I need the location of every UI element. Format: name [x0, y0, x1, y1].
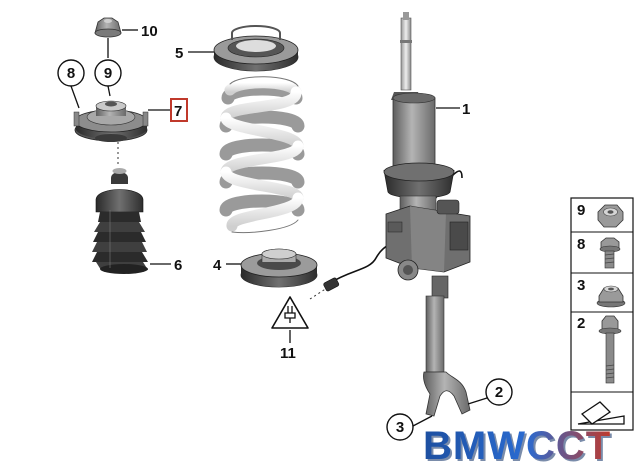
- leader-2: [467, 397, 488, 405]
- part-6-dust-boot: [92, 168, 148, 274]
- long-bolt-2-icon: [598, 315, 622, 384]
- callout-8: 8: [67, 65, 75, 82]
- callout-1: 1: [462, 101, 470, 118]
- hex-nut-9-icon: [597, 204, 624, 228]
- part-1-shock-absorber: [383, 12, 471, 417]
- leader-8: [70, 85, 80, 109]
- callout-7: 7: [174, 103, 182, 120]
- part-7-strut-mount: [73, 100, 149, 142]
- coil-spring: [219, 76, 305, 233]
- callout-6: 6: [174, 257, 182, 274]
- callout-circle-2: 2: [485, 378, 513, 406]
- callout-4: 4: [213, 257, 222, 274]
- fastener-label-9: 9: [577, 202, 585, 219]
- callout-9: 9: [104, 65, 112, 82]
- wedge-shim-icon: [577, 401, 625, 425]
- bolt-8-icon: [599, 237, 621, 269]
- callout-2: 2: [495, 384, 503, 401]
- axis-line-connector: [309, 287, 328, 300]
- watermark-text: BMWCCT: [423, 424, 611, 467]
- wire-connector: [323, 277, 340, 292]
- watermark-shadow: BMWCCT: [425, 426, 613, 467]
- part-5-upper-spring-seat: [213, 25, 299, 72]
- fastener-label-8: 8: [577, 236, 585, 253]
- callout-3: 3: [396, 419, 404, 436]
- callout-10: 10: [141, 23, 158, 40]
- part-4-lower-spring-seat: [240, 248, 318, 288]
- flange-nut-3-icon: [596, 285, 626, 308]
- callout-circle-8: 8: [57, 59, 85, 87]
- part-10-cap-nut: [94, 17, 122, 38]
- leader-3: [412, 415, 433, 427]
- callout-circle-9: 9: [94, 59, 122, 87]
- callout-5: 5: [175, 45, 183, 62]
- fastener-panel: 9 8 3 2: [570, 197, 634, 431]
- fastener-label-3: 3: [577, 277, 585, 294]
- leader-9: [107, 85, 111, 97]
- callout-circle-3: 3: [386, 413, 414, 441]
- callout-11: 11: [280, 345, 296, 362]
- part-11-warning-triangle: [271, 296, 309, 329]
- watermark-logo: BMWCCT BMWCCT: [423, 424, 613, 467]
- fastener-label-2: 2: [577, 315, 585, 332]
- callout-7-highlight: 7: [170, 98, 188, 122]
